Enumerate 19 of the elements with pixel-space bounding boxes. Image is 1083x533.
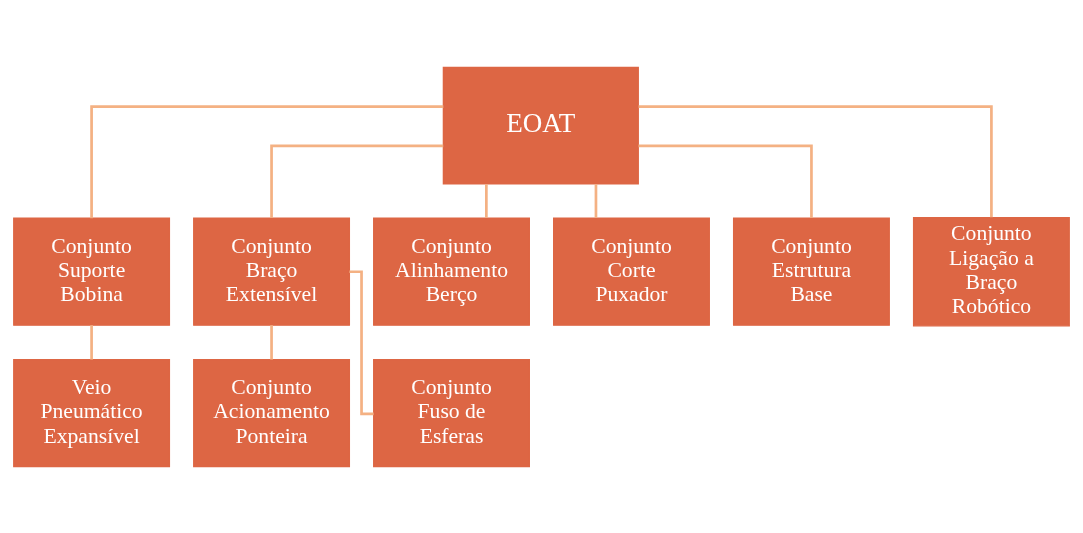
node-box: Conjunto Alinhamento Berço bbox=[373, 217, 530, 326]
connector bbox=[90, 324, 93, 360]
node-box: Conjunto Corte Puxador bbox=[553, 217, 710, 326]
connector bbox=[90, 104, 444, 218]
connector bbox=[638, 104, 993, 217]
node-box: Conjunto Estrutura Base bbox=[732, 217, 890, 326]
node-box: Conjunto Suporte Bobina bbox=[13, 217, 171, 326]
connector bbox=[485, 183, 488, 218]
connector bbox=[594, 183, 598, 218]
connector bbox=[270, 324, 273, 360]
connector bbox=[638, 144, 813, 218]
node-box: Conjunto Braço Extensível bbox=[193, 217, 351, 326]
node-box: Conjunto Fuso de Esferas bbox=[373, 358, 530, 467]
connector bbox=[349, 269, 374, 415]
connector bbox=[270, 144, 444, 218]
node-box: EOAT bbox=[442, 66, 639, 184]
node-box: Conjunto Ligação a Braço Robótico bbox=[912, 216, 1070, 327]
node-box: Veio Pneumático Expansível bbox=[13, 358, 171, 467]
node-box: Conjunto Acionamento Ponteira bbox=[193, 358, 351, 467]
